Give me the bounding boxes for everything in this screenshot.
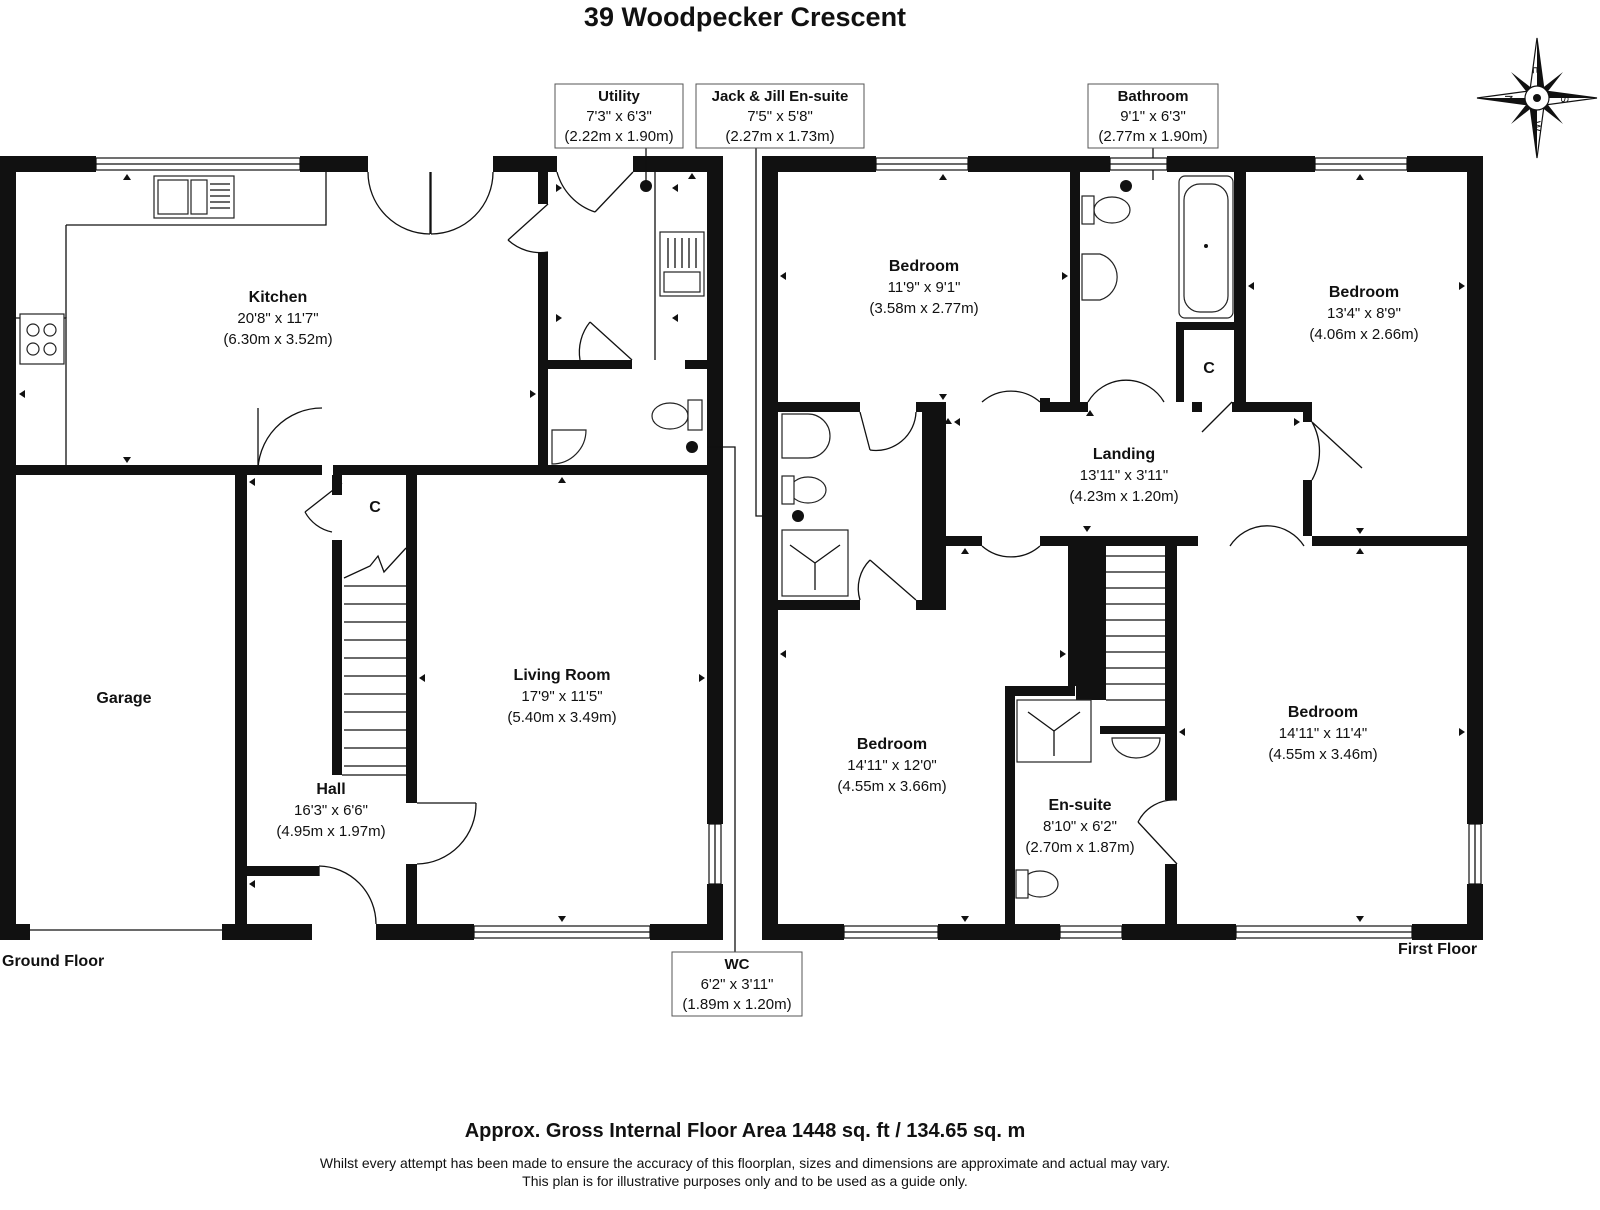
disclaimer-line-1: Whilst every attempt has been made to en…	[319, 1155, 1171, 1171]
callout-utility: Utility 7'3" x 6'3" (2.22m x 1.90m)	[554, 83, 684, 149]
compass-n: N	[1502, 95, 1514, 103]
room-labels: Kitchen 20'8" x 11'7" (6.30m x 3.52m) Ga…	[96, 258, 1418, 856]
en-suite-metric: (2.70m x 1.87m)	[1025, 839, 1134, 856]
ground-floor	[0, 156, 723, 940]
callout-wc: WC 6'2" x 3'11" (1.89m x 1.20m)	[671, 951, 803, 1017]
utility-metric: (2.22m x 1.90m)	[564, 128, 673, 145]
wc-metric: (1.89m x 1.20m)	[682, 996, 791, 1013]
bedroom-4-imperial: 14'11" x 11'4"	[1279, 725, 1367, 742]
bedroom-3-metric: (4.55m x 3.66m)	[837, 778, 946, 795]
first-floor-label: First Floor	[1398, 941, 1478, 958]
bathroom-imperial: 9'1" x 6'3"	[1120, 108, 1186, 125]
disclaimer-line-2: This plan is for illustrative purposes o…	[522, 1173, 968, 1189]
bedroom-3-name: Bedroom	[857, 736, 927, 753]
bedroom-1-imperial: 11'9" x 9'1"	[888, 279, 961, 296]
jack-jill-name: Jack & Jill En-suite	[712, 88, 849, 105]
bedroom-2-name: Bedroom	[1329, 284, 1399, 301]
hall-metric: (4.95m x 1.97m)	[276, 823, 385, 840]
bedroom-4-metric: (4.55m x 3.46m)	[1268, 746, 1377, 763]
bathroom-name: Bathroom	[1118, 88, 1189, 105]
hall-cupboard-label: C	[369, 499, 381, 516]
callout-bathroom: Bathroom 9'1" x 6'3" (2.77m x 1.90m)	[1087, 83, 1219, 149]
living-room-metric: (5.40m x 3.49m)	[507, 709, 616, 726]
jack-jill-imperial: 7'5" x 5'8"	[747, 108, 813, 125]
compass-rose-icon: N E S W	[1476, 37, 1598, 159]
landing-cupboard-label: C	[1203, 360, 1215, 377]
utility-name: Utility	[598, 88, 640, 105]
bedroom-4-name: Bedroom	[1288, 704, 1358, 721]
kitchen-imperial: 20'8" x 11'7"	[237, 310, 318, 327]
first-floor	[762, 156, 1483, 940]
compass-w: W	[1530, 121, 1542, 132]
kitchen-name: Kitchen	[249, 289, 308, 306]
plan-title: 39 Woodpecker Crescent	[583, 2, 907, 32]
bedroom-2-metric: (4.06m x 2.66m)	[1309, 326, 1418, 343]
landing-metric: (4.23m x 1.20m)	[1069, 488, 1178, 505]
bedroom-1-metric: (3.58m x 2.77m)	[869, 300, 978, 317]
wc-name: WC	[725, 956, 750, 973]
en-suite-name: En-suite	[1048, 797, 1111, 814]
callout-jack-jill: Jack & Jill En-suite 7'5" x 5'8" (2.27m …	[695, 83, 865, 149]
bedroom-3-imperial: 14'11" x 12'0"	[847, 757, 937, 774]
hall-imperial: 16'3" x 6'6"	[294, 802, 368, 819]
wc-imperial: 6'2" x 3'11"	[701, 976, 774, 993]
hall-name: Hall	[316, 781, 345, 798]
living-room-imperial: 17'9" x 11'5"	[521, 688, 602, 705]
living-room-name: Living Room	[514, 667, 611, 684]
bedroom-2-imperial: 13'4" x 8'9"	[1327, 305, 1401, 322]
compass-s: S	[1558, 95, 1570, 102]
garage-name: Garage	[96, 690, 151, 707]
landing-name: Landing	[1093, 446, 1155, 463]
bedroom-1-name: Bedroom	[889, 258, 959, 275]
bathroom-metric: (2.77m x 1.90m)	[1098, 128, 1207, 145]
compass-e: E	[1530, 66, 1542, 73]
jack-jill-metric: (2.27m x 1.73m)	[725, 128, 834, 145]
kitchen-metric: (6.30m x 3.52m)	[223, 331, 332, 348]
ground-floor-label: Ground Floor	[2, 953, 105, 970]
en-suite-imperial: 8'10" x 6'2"	[1043, 818, 1117, 835]
floor-area-summary: Approx. Gross Internal Floor Area 1448 s…	[464, 1120, 1026, 1142]
utility-imperial: 7'3" x 6'3"	[586, 108, 652, 125]
landing-imperial: 13'11" x 3'11"	[1080, 467, 1168, 484]
